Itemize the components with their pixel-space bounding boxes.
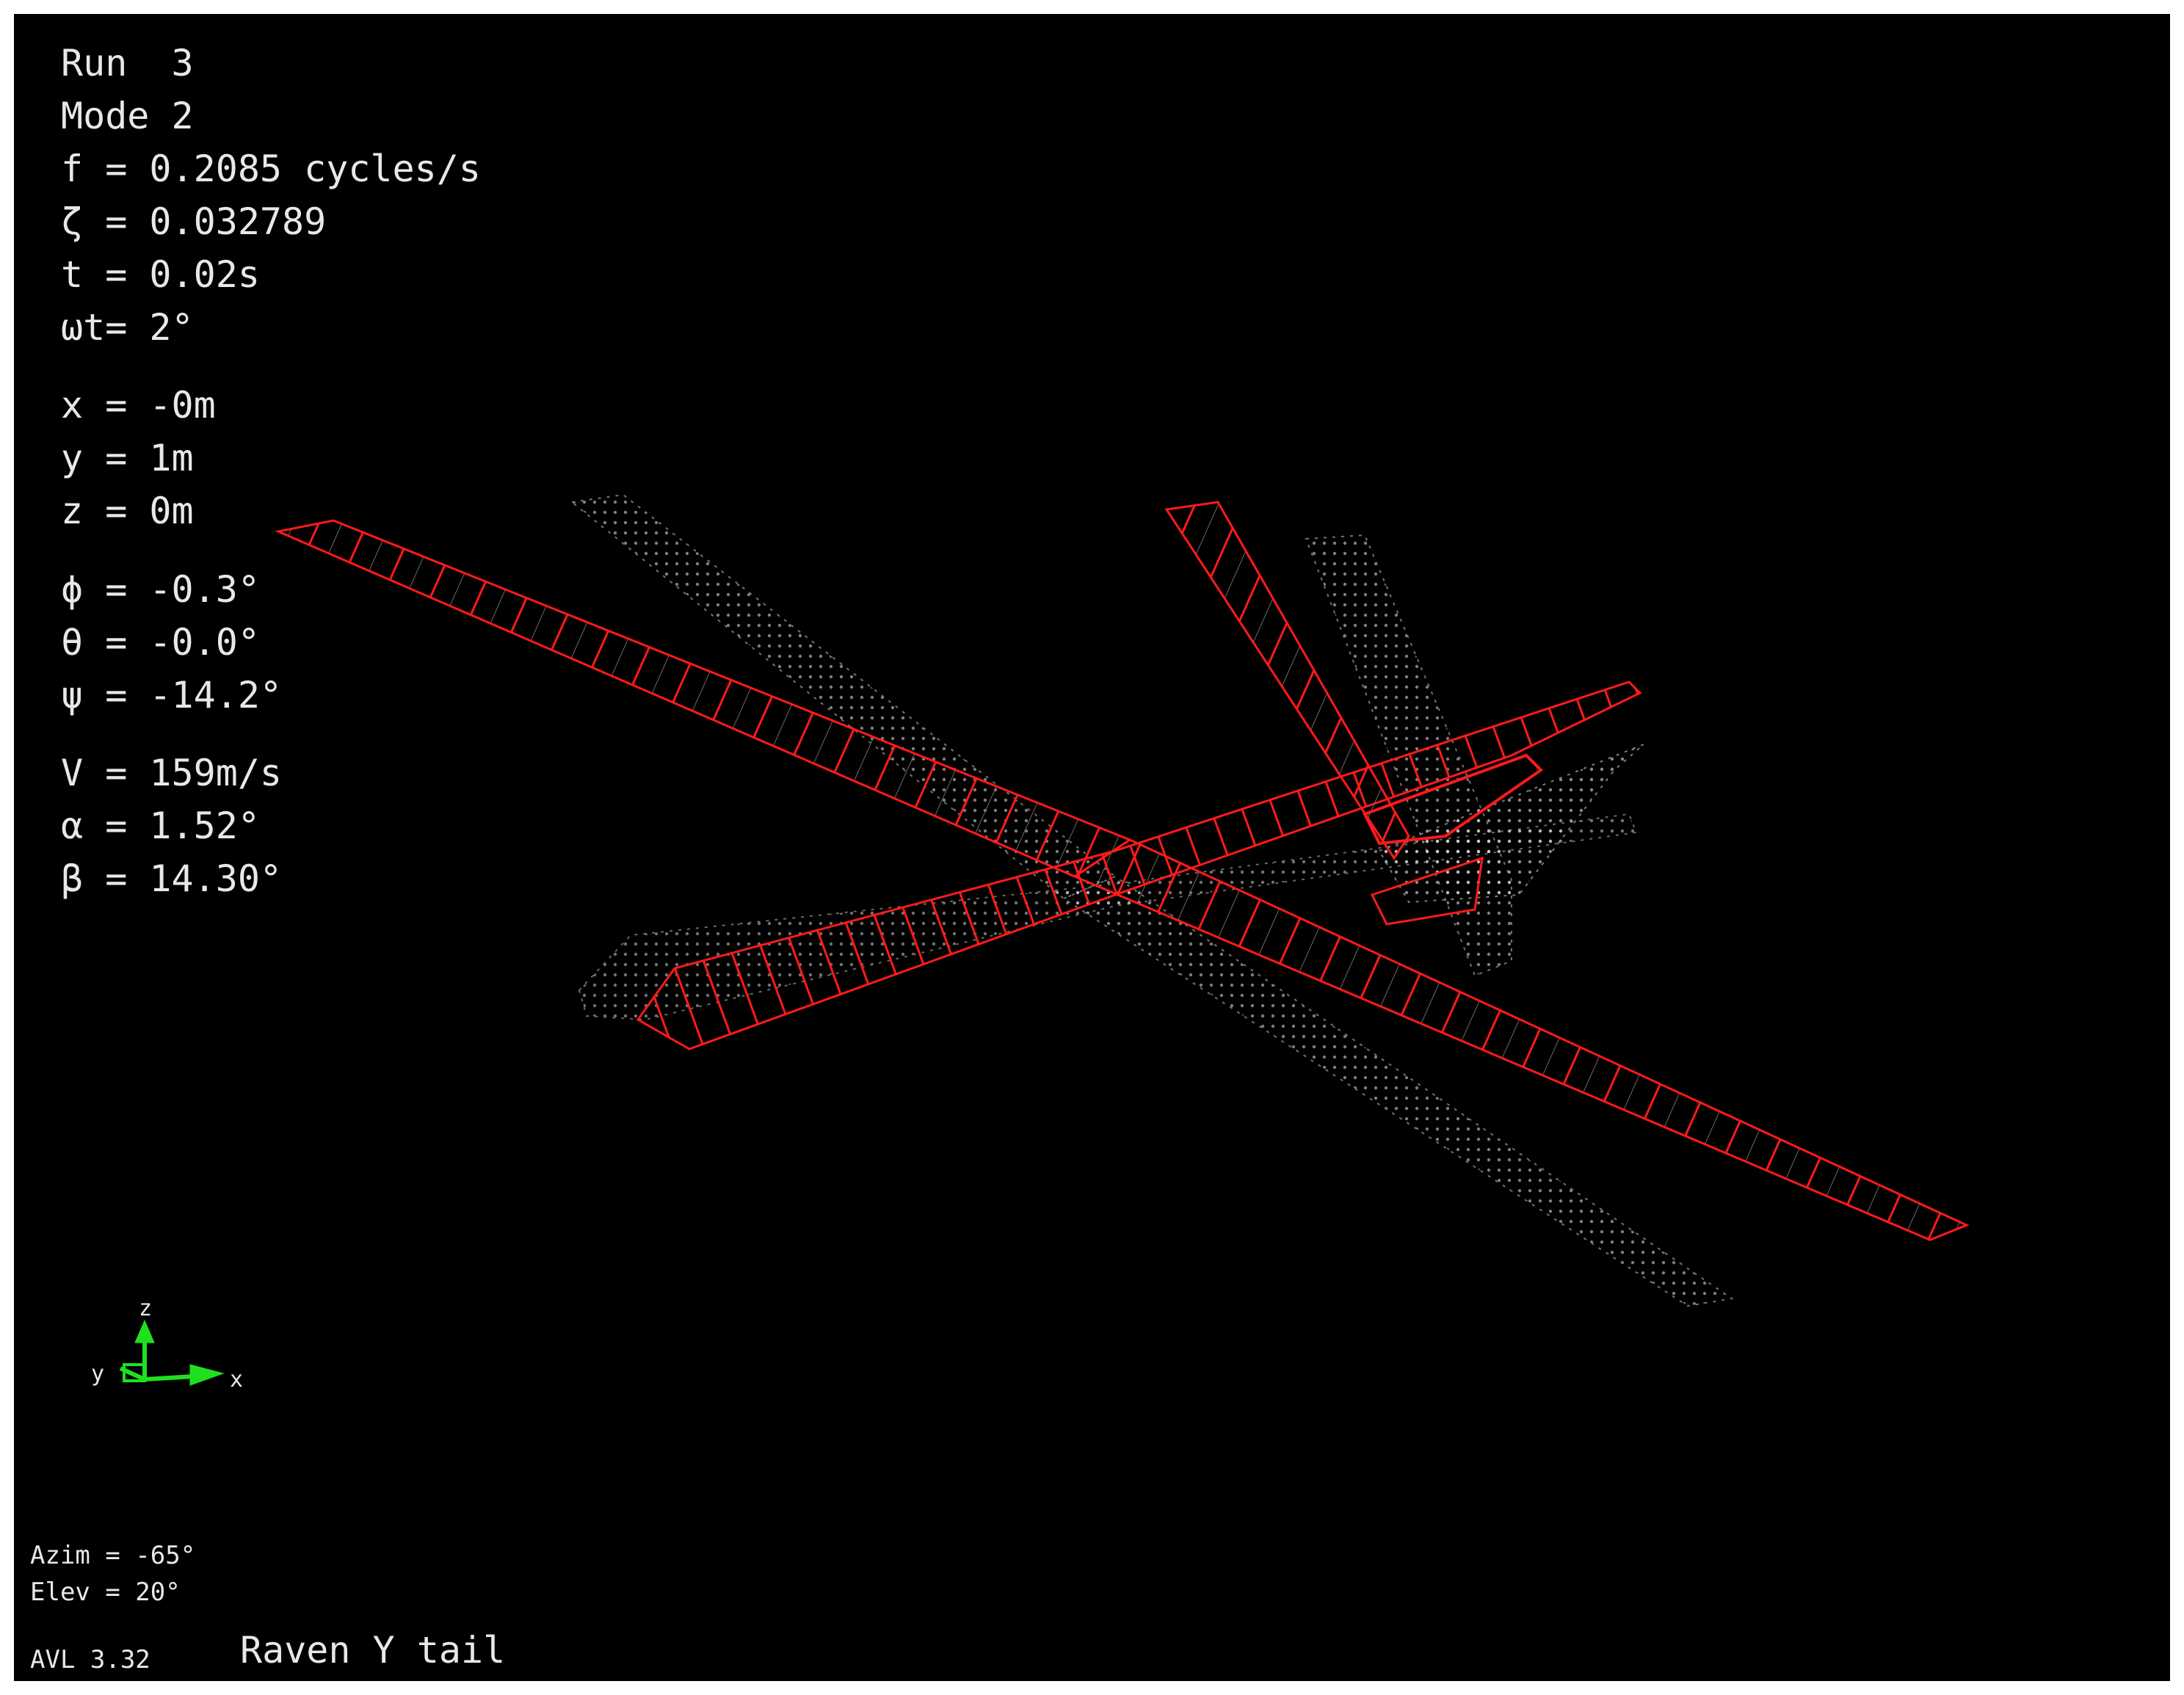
velocity-value: V = 159m/s bbox=[61, 752, 283, 794]
x-position-value: x = -0m bbox=[61, 384, 216, 427]
phase-value: ωt= 2° bbox=[61, 306, 194, 349]
deformed-tail-stub bbox=[1370, 856, 1484, 926]
case-title: Raven Y tail bbox=[240, 1629, 506, 1672]
mode-label: Mode 2 bbox=[61, 95, 194, 137]
frequency-value: f = 0.2085 cycles/s bbox=[61, 148, 481, 190]
reference-tail-lower bbox=[1378, 744, 1644, 904]
aircraft-mode-view: z x y bbox=[91, 493, 1970, 1393]
pitch-angle-value: θ = -0.0° bbox=[61, 621, 260, 664]
z-axis-label: z bbox=[139, 1296, 152, 1321]
deformed-fuselage bbox=[636, 680, 1642, 1050]
version-label: AVL 3.32 bbox=[30, 1645, 150, 1674]
deformed-geometry bbox=[275, 501, 1970, 1241]
y-axis-label: y bbox=[91, 1361, 104, 1387]
run-label: Run 3 bbox=[61, 42, 194, 84]
alpha-value: α = 1.52° bbox=[61, 805, 260, 847]
y-position-value: y = 1m bbox=[61, 437, 194, 479]
x-axis-label: x bbox=[230, 1367, 243, 1393]
yaw-angle-value: ψ = -14.2° bbox=[61, 674, 283, 716]
axes-triad bbox=[119, 1319, 225, 1386]
damping-value: ζ = 0.032789 bbox=[61, 200, 327, 243]
time-value: t = 0.02s bbox=[61, 253, 260, 296]
x-axis-arrow bbox=[189, 1364, 225, 1386]
deformed-tail-lower bbox=[1363, 753, 1544, 846]
avl-graphics-window: z x y Run 3 Mode 2 f = 0.2085 cycles/s ζ… bbox=[14, 14, 2170, 1681]
elevation-readout: Elev = 20° bbox=[30, 1578, 181, 1607]
roll-angle-value: ϕ = -0.3° bbox=[61, 568, 260, 611]
beta-value: β = 14.30° bbox=[61, 857, 283, 900]
z-axis-arrow bbox=[134, 1319, 155, 1343]
axis-origin-box bbox=[123, 1363, 146, 1382]
z-position-value: z = 0m bbox=[61, 490, 194, 532]
deformed-tail-fin bbox=[1164, 501, 1410, 860]
azimuth-readout: Azim = -65° bbox=[30, 1541, 196, 1570]
